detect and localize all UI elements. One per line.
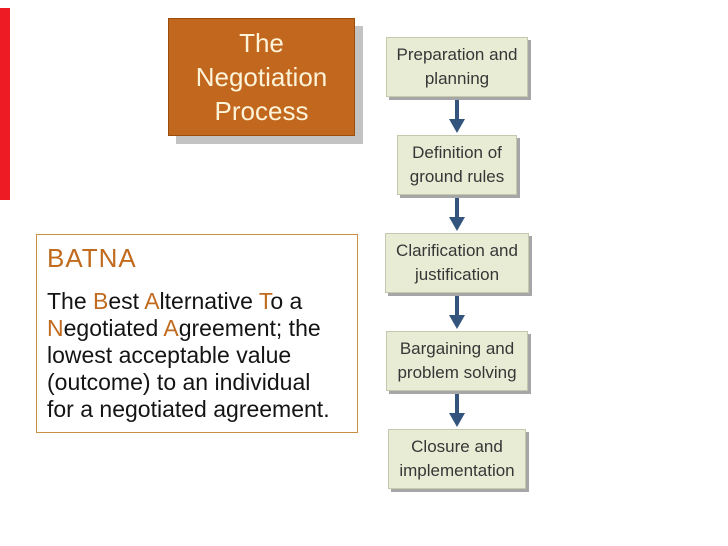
flow-step-label-line: Clarification and bbox=[396, 241, 518, 260]
red-accent-bar bbox=[0, 8, 10, 200]
flow-step-label-line: implementation bbox=[399, 461, 515, 480]
batna-highlight-letter: A bbox=[163, 315, 179, 341]
down-arrow-icon bbox=[449, 391, 465, 429]
down-arrow-icon bbox=[449, 195, 465, 233]
flow-step-label-line: Definition of bbox=[412, 143, 502, 162]
down-arrow-icon bbox=[449, 293, 465, 331]
arrow-stem bbox=[455, 99, 459, 119]
flow-step: Preparation and planning bbox=[385, 37, 529, 97]
arrow-head bbox=[449, 216, 465, 231]
flow-step-label-line: Bargaining and bbox=[399, 339, 515, 358]
batna-highlight-letter: A bbox=[144, 288, 160, 314]
flow-step-label-line: planning bbox=[424, 69, 490, 88]
flow-step-label-line: justification bbox=[414, 265, 500, 284]
batna-definition-line: lowest acceptable value bbox=[47, 342, 347, 369]
batna-definition-line: Negotiated Agreement; the bbox=[47, 315, 347, 342]
arrow-stem bbox=[455, 197, 459, 217]
batna-text-segment: The bbox=[47, 288, 94, 314]
flow-step: Definition of ground rules bbox=[397, 135, 517, 195]
arrow-head bbox=[449, 118, 465, 133]
arrow-stem bbox=[455, 393, 459, 413]
slide-title-line: The bbox=[239, 28, 284, 58]
batna-heading: BATNA bbox=[47, 243, 137, 273]
flow-step-label-line: Closure and bbox=[411, 437, 503, 456]
batna-text-segment: lternative bbox=[159, 288, 259, 314]
flow-step: Closure and implementation bbox=[388, 429, 526, 489]
flow-step-label-line: ground rules bbox=[409, 167, 505, 186]
down-arrow-icon bbox=[449, 97, 465, 135]
slide-title-line: Process bbox=[214, 96, 309, 126]
batna-text-segment: est bbox=[108, 288, 145, 314]
flow-step-label-line: problem solving bbox=[397, 363, 517, 382]
arrow-head bbox=[449, 314, 465, 329]
flow-step: Bargaining and problem solving bbox=[386, 331, 528, 391]
batna-text-segment: for a negotiated agreement. bbox=[47, 396, 330, 422]
batna-text-segment: greement; the bbox=[178, 315, 321, 341]
arrow-head bbox=[449, 412, 465, 427]
batna-highlight-letter: N bbox=[47, 315, 64, 341]
arrow-stem bbox=[455, 295, 459, 315]
batna-highlight-letter: B bbox=[93, 288, 109, 314]
flow-step: Clarification and justification bbox=[385, 233, 529, 293]
batna-definition-line: The Best Alternative To a bbox=[47, 288, 347, 315]
batna-definition-line: (outcome) to an individual bbox=[47, 369, 347, 396]
batna-text-segment: egotiated bbox=[63, 315, 164, 341]
batna-highlight-letter: T bbox=[258, 288, 271, 314]
slide-title-line: Negotiation bbox=[195, 62, 328, 92]
batna-text-segment: o a bbox=[270, 288, 303, 314]
batna-text-segment: lowest acceptable value bbox=[47, 342, 292, 368]
batna-definition-line: for a negotiated agreement. bbox=[47, 396, 347, 423]
flow-step-label-line: Preparation and bbox=[396, 45, 518, 64]
batna-text-segment: (outcome) to an individual bbox=[47, 369, 311, 395]
